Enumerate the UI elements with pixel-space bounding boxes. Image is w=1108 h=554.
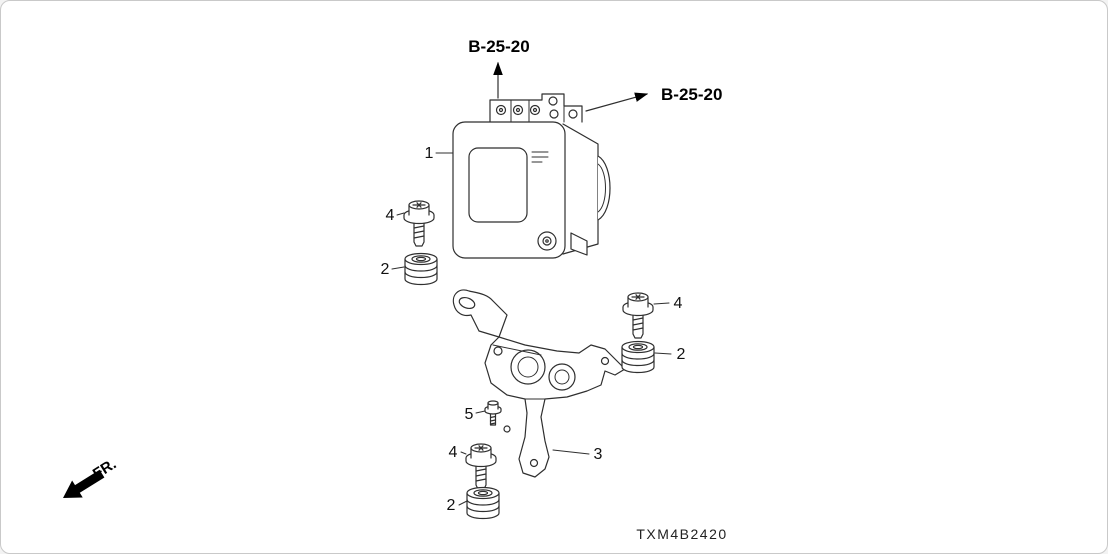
- bolt-bottom-drawing: [465, 443, 497, 490]
- mount-bottom-drawing: [466, 486, 500, 520]
- callout-5-screw: 5: [465, 406, 474, 423]
- bolt-right-drawing: [622, 292, 654, 339]
- callout-3-bracket: 3: [594, 446, 603, 463]
- ref-arrow-right: [585, 92, 649, 112]
- diagram-part-code: TXM4B2420: [636, 526, 727, 542]
- bolt-left-drawing: [403, 200, 435, 247]
- callout-2-mount-right: 2: [677, 346, 686, 363]
- callout-2-mount-left: 2: [381, 261, 390, 278]
- fr-direction-arrow-icon: [63, 469, 105, 498]
- mount-right-drawing: [621, 340, 655, 374]
- ref-link-right[interactable]: B-25-20: [661, 85, 722, 104]
- callout-4-bolt-left: 4: [386, 207, 395, 224]
- abs-modulator-drawing: [452, 93, 611, 259]
- mount-left-drawing: [404, 252, 438, 286]
- callout-1-modulator: 1: [425, 145, 434, 162]
- ref-link-top[interactable]: B-25-20: [468, 37, 529, 56]
- callout-4-bolt-right: 4: [674, 295, 683, 312]
- screw-drawing: [484, 400, 502, 426]
- leader-lines: [391, 152, 672, 506]
- callout-4-bolt-bottom: 4: [449, 444, 458, 461]
- callout-2-mount-bottom: 2: [447, 497, 456, 514]
- bracket-drawing: [452, 289, 626, 478]
